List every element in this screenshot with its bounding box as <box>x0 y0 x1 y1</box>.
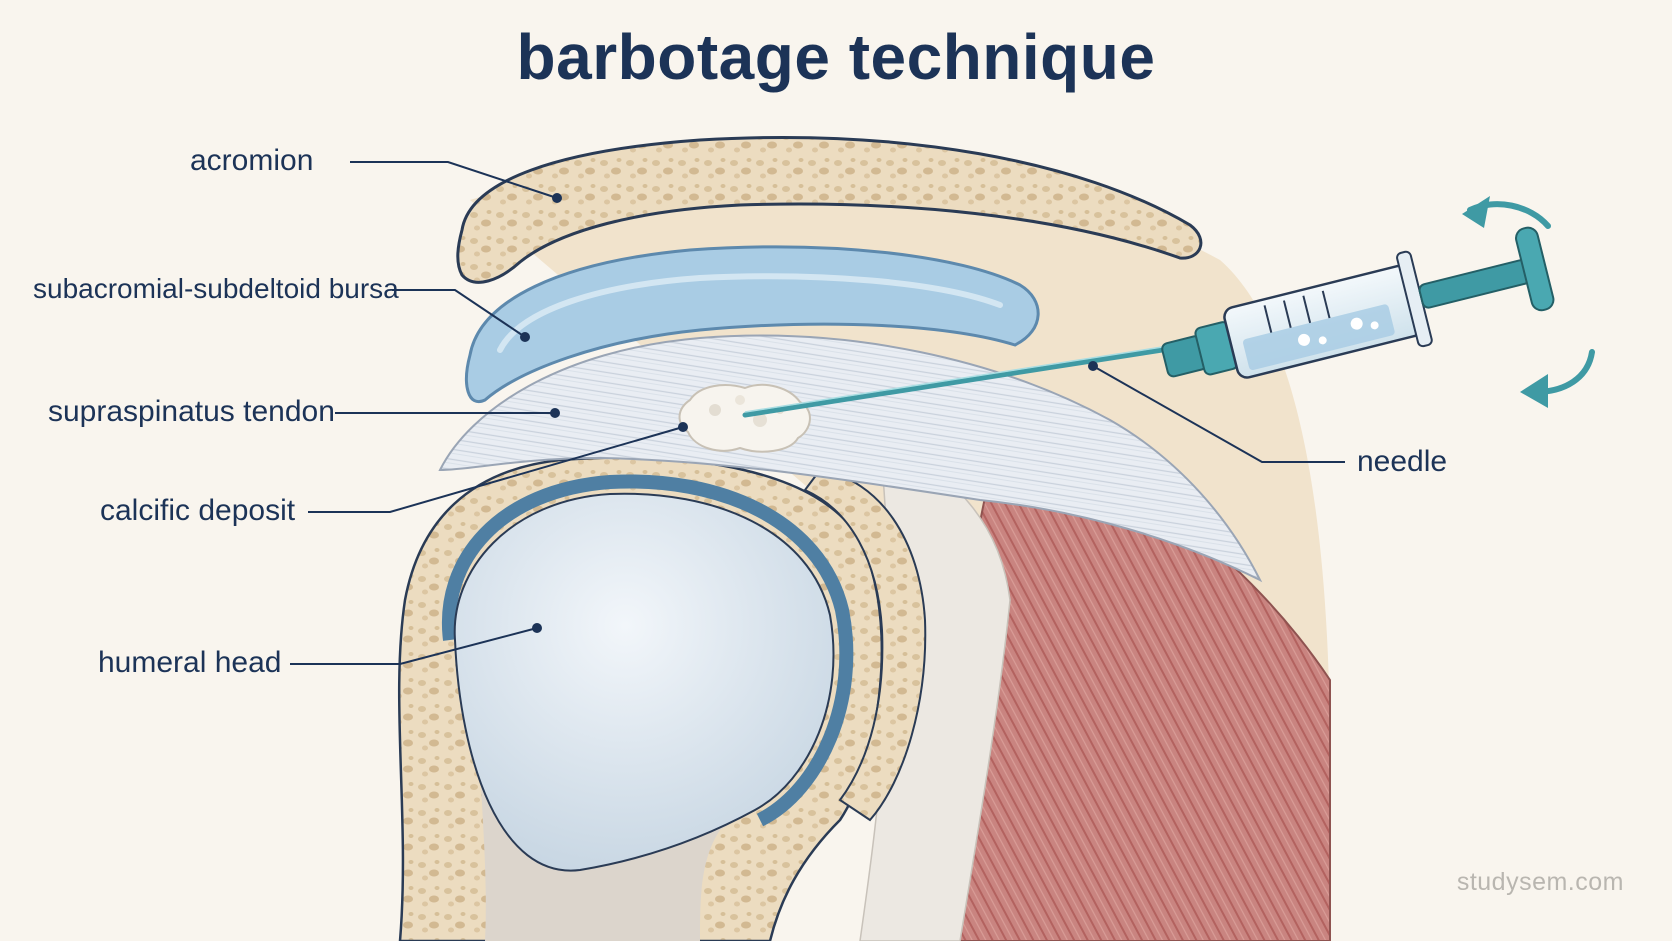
label-needle: needle <box>1357 445 1448 478</box>
leader-lines <box>290 161 1345 665</box>
leader-dots <box>520 193 1098 633</box>
label-bursa: subacromial-subdeltoid bursa <box>33 273 399 304</box>
watermark: studysem.com <box>1456 868 1624 896</box>
rotation-arrow-bottom-icon <box>1520 349 1595 408</box>
label-humeral-head: humeral head <box>98 646 282 679</box>
rotation-arrow-top-icon <box>1462 196 1551 229</box>
diagram-title: barbotage technique <box>516 21 1156 93</box>
calcific-deposit-shape <box>678 383 811 453</box>
syringe <box>1161 226 1555 379</box>
label-acromion: acromion <box>190 144 314 177</box>
label-calcific-deposit: calcific deposit <box>100 494 296 527</box>
label-tendon: supraspinatus tendon <box>48 395 335 428</box>
